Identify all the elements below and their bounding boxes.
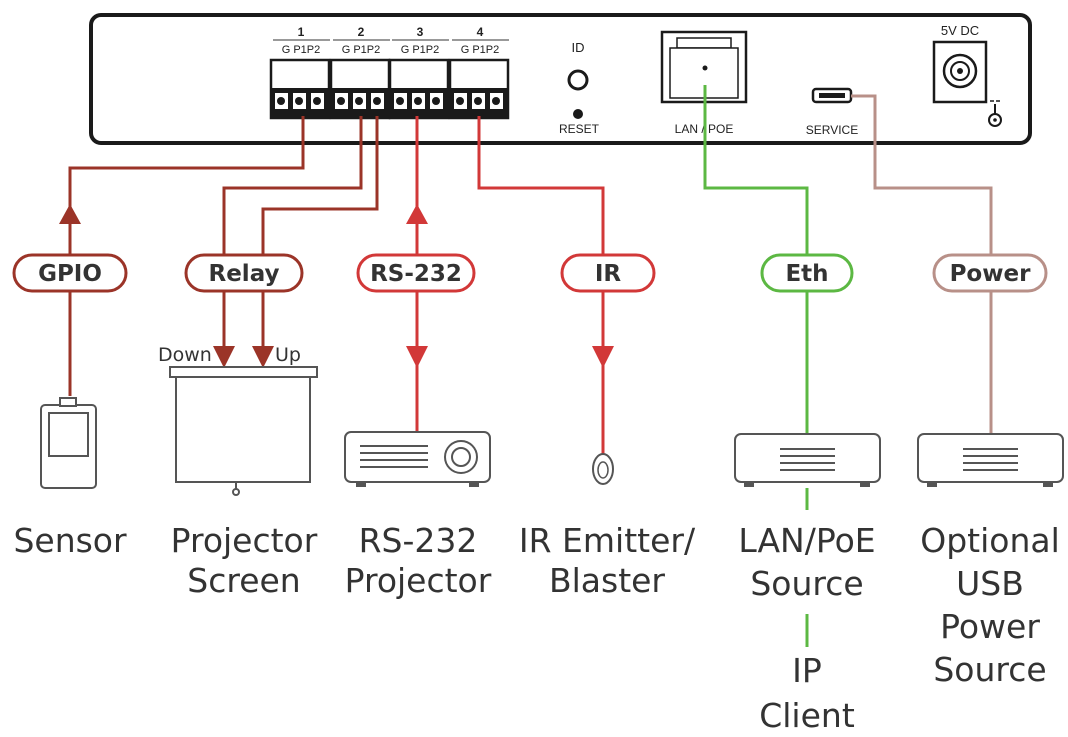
usb-label-line-2: USB	[956, 564, 1024, 603]
rs232-pill-label: RS-232	[370, 261, 462, 287]
usb-service-port-icon[interactable]	[811, 87, 853, 104]
reset-button-icon[interactable]	[573, 109, 583, 119]
usb-label-line-3: Power	[940, 607, 1040, 646]
terminal-port-3[interactable]: 3 G P1P2	[388, 25, 450, 120]
port-pins-label: G P1P2	[342, 44, 381, 56]
power-pill-label: Power	[950, 261, 1032, 287]
port-number: 4	[477, 25, 484, 39]
ir-label-line-1: IR Emitter/	[519, 521, 696, 560]
lan-label-line-1: LAN/PoE	[738, 521, 875, 560]
screen-label-line-1: Projector	[171, 521, 318, 560]
id-label: ID	[572, 40, 585, 55]
reset-label: RESET	[559, 122, 600, 136]
port-pins-label: G P1P2	[282, 44, 321, 56]
projector-label-line-2: Projector	[345, 561, 492, 600]
dc-polarity-icon	[988, 100, 1002, 127]
ir-emitter-icon	[592, 453, 614, 485]
relay-pill-label: Relay	[209, 261, 280, 287]
lan-poe-source-icon	[734, 433, 881, 487]
port-number: 2	[358, 25, 365, 39]
eth-pill: Eth	[760, 253, 854, 293]
screen-down-label: Down	[158, 344, 212, 366]
usb-power-source-icon	[917, 433, 1064, 487]
terminal-port-4[interactable]: 4 G P1P2	[448, 25, 510, 120]
projector-icon	[344, 431, 491, 487]
ir-cable	[477, 116, 614, 455]
power-pill: Power	[932, 253, 1048, 293]
relay-pill: Relay	[184, 253, 304, 293]
relay-cable	[213, 116, 379, 368]
usb-label-line-4: Source	[933, 650, 1046, 689]
lan-label-line-2: Source	[750, 564, 863, 603]
service-label: SERVICE	[806, 123, 858, 137]
client-label-line-2: Client	[759, 696, 855, 735]
terminal-port-1[interactable]: 1 G P1P2	[269, 25, 331, 120]
port-number: 1	[298, 25, 305, 39]
ir-label-line-2: Blaster	[549, 561, 665, 600]
gpio-pill-label: GPIO	[38, 261, 102, 287]
id-button-icon[interactable]	[567, 69, 589, 91]
dc-label: 5V DC	[941, 23, 979, 38]
eth-cable	[703, 85, 809, 647]
ir-pill-label: IR	[595, 261, 622, 287]
gpio-pill: GPIO	[12, 253, 128, 293]
port-number: 3	[417, 25, 424, 39]
client-label-line-1: IP	[792, 651, 822, 690]
ir-pill: IR	[560, 253, 656, 293]
port-pins-label: G P1P2	[401, 44, 440, 56]
device-rear-panel: 1 G P1P2 2 G P1P2 3 G P1P2 4	[89, 13, 1032, 145]
screen-up-label: Up	[275, 344, 301, 366]
usb-label-line-1: Optional	[920, 521, 1060, 560]
port-pins-label: G P1P2	[461, 44, 500, 56]
rs232-pill: RS-232	[356, 253, 476, 293]
projector-screen-icon: Down Up	[158, 344, 318, 496]
eth-pill-label: Eth	[785, 261, 828, 287]
dc-jack-icon[interactable]	[932, 40, 988, 104]
screen-label-line-2: Screen	[187, 561, 300, 600]
sensor-icon	[40, 397, 97, 489]
projector-label-line-1: RS-232	[359, 521, 478, 560]
sensor-label: Sensor	[13, 521, 127, 560]
